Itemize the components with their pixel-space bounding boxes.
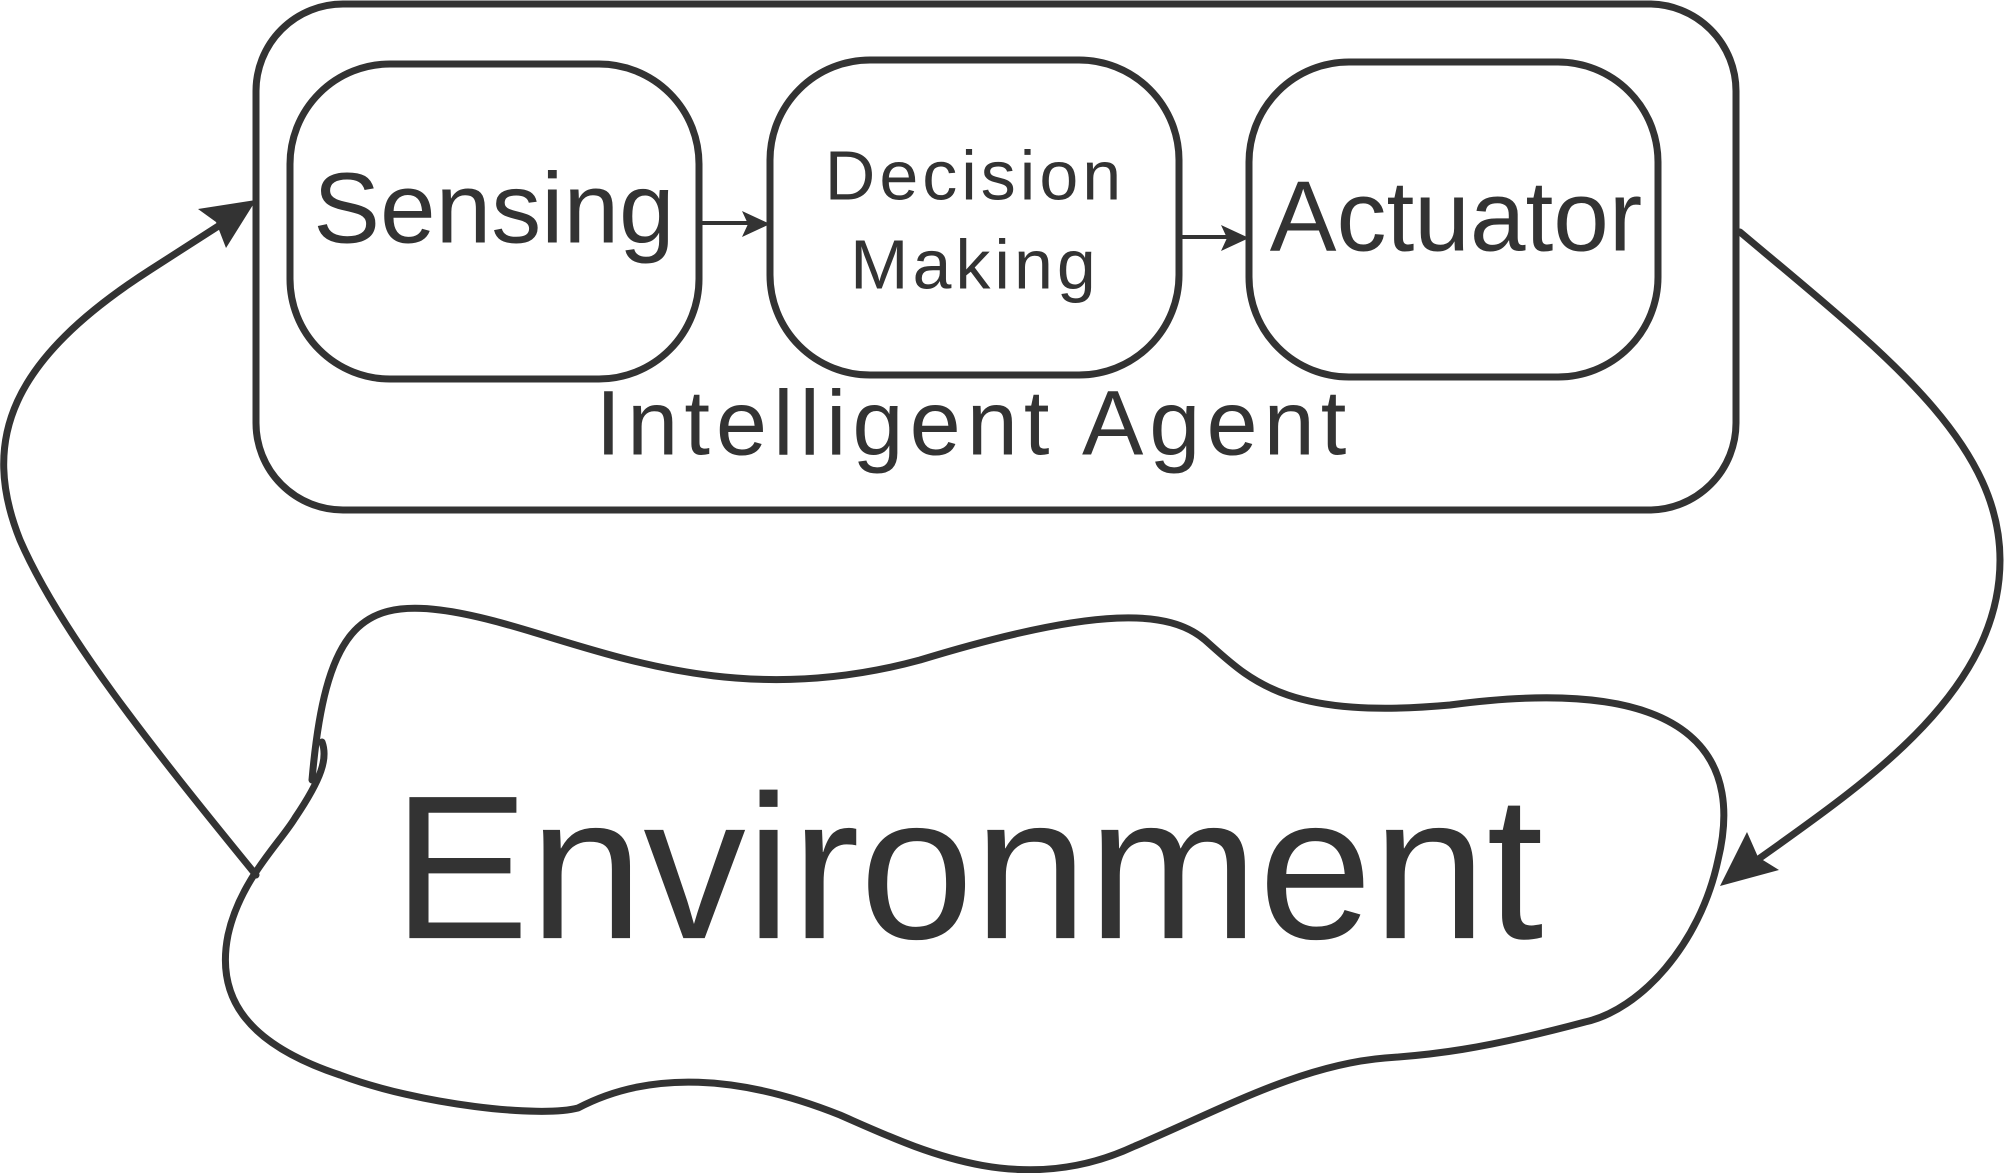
decision-label-line1: Decision	[825, 136, 1125, 214]
sensing-to-decision-arrow	[699, 211, 770, 237]
actuator-label: Actuator	[1270, 160, 1642, 272]
environment-to-agent-arrow	[0, 200, 260, 879]
intelligent-agent-frame	[252, 0, 1740, 514]
actuator-node: Actuator	[1245, 58, 1662, 381]
environment-to-agent-arrowhead	[198, 200, 256, 248]
decision-to-actuator-arrow	[1179, 225, 1249, 251]
decision-label-line2: Making	[850, 225, 1100, 303]
sensing-label: Sensing	[313, 152, 674, 264]
agent-to-environment-line	[1736, 228, 2004, 862]
decision-making-box	[766, 56, 1183, 379]
environment-node: Environment	[221, 604, 1728, 1173]
decision-to-actuator-arrowhead	[1221, 225, 1249, 251]
agent-to-environment-arrowhead	[1720, 832, 1779, 886]
sensing-box	[286, 60, 703, 383]
decision-making-node: Decision Making	[766, 56, 1183, 379]
actuator-box	[1245, 58, 1662, 381]
environment-blob	[221, 604, 1728, 1173]
agent-to-environment-arrow	[1720, 228, 2004, 886]
environment-to-agent-line	[0, 221, 260, 879]
sensing-node: Sensing	[286, 60, 703, 383]
intelligent-agent-node: Intelligent Agent	[252, 0, 1740, 514]
intelligent-agent-label: Intelligent Agent	[596, 372, 1353, 474]
environment-label: Environment	[393, 753, 1544, 982]
sensing-to-decision-arrowhead	[742, 211, 770, 237]
